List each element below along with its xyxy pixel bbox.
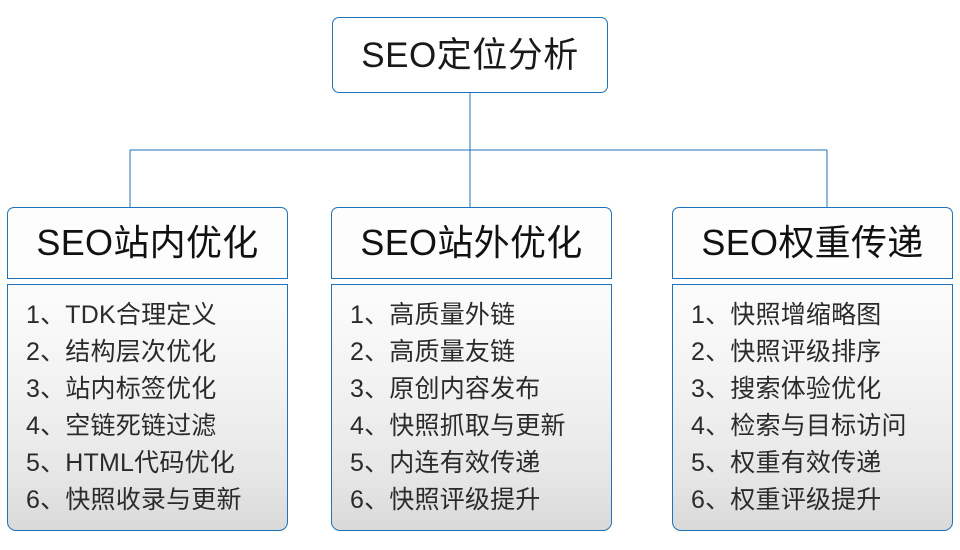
branch-title-3: SEO权重传递	[701, 222, 924, 263]
root-node[interactable]: SEO定位分析	[332, 17, 608, 93]
branch-header-3[interactable]: SEO权重传递	[672, 207, 953, 279]
branch-item-list-2: 1、高质量外链 2、高质量友链 3、原创内容发布 4、快照抓取与更新 5、内连有…	[350, 297, 611, 519]
branch-column-1: SEO站内优化 1、TDK合理定义 2、结构层次优化 3、站内标签优化 4、空链…	[7, 207, 288, 531]
branch-item-list-1: 1、TDK合理定义 2、结构层次优化 3、站内标签优化 4、空链死链过滤 5、H…	[26, 297, 287, 519]
list-item: 2、高质量友链	[350, 338, 516, 366]
branch-column-3: SEO权重传递 1、快照增缩略图 2、快照评级排序 3、搜索体验优化 4、检索与…	[672, 207, 953, 531]
branch-header-2[interactable]: SEO站外优化	[331, 207, 612, 279]
list-item: 2、结构层次优化	[26, 338, 217, 366]
branch-header-1[interactable]: SEO站内优化	[7, 207, 288, 279]
list-item: 3、搜索体验优化	[691, 375, 882, 403]
list-item: 4、空链死链过滤	[26, 412, 217, 440]
list-item: 6、权重评级提升	[691, 486, 882, 514]
list-item: 4、检索与目标访问	[691, 412, 907, 440]
branch-body-2: 1、高质量外链 2、高质量友链 3、原创内容发布 4、快照抓取与更新 5、内连有…	[331, 284, 612, 531]
list-item: 1、高质量外链	[350, 301, 516, 329]
list-item: 3、站内标签优化	[26, 375, 217, 403]
list-item: 1、快照增缩略图	[691, 301, 882, 329]
branch-column-2: SEO站外优化 1、高质量外链 2、高质量友链 3、原创内容发布 4、快照抓取与…	[331, 207, 612, 531]
branch-body-3: 1、快照增缩略图 2、快照评级排序 3、搜索体验优化 4、检索与目标访问 5、权…	[672, 284, 953, 531]
list-item: 6、快照评级提升	[350, 486, 541, 514]
list-item: 5、内连有效传递	[350, 449, 541, 477]
list-item: 4、快照抓取与更新	[350, 412, 566, 440]
list-item: 5、HTML代码优化	[26, 449, 235, 477]
list-item: 6、快照收录与更新	[26, 486, 242, 514]
list-item: 3、原创内容发布	[350, 375, 541, 403]
list-item: 2、快照评级排序	[691, 338, 882, 366]
branch-title-1: SEO站内优化	[36, 222, 259, 263]
list-item: 1、TDK合理定义	[26, 301, 217, 329]
branch-body-1: 1、TDK合理定义 2、结构层次优化 3、站内标签优化 4、空链死链过滤 5、H…	[7, 284, 288, 531]
branch-title-2: SEO站外优化	[360, 222, 583, 263]
branch-item-list-3: 1、快照增缩略图 2、快照评级排序 3、搜索体验优化 4、检索与目标访问 5、权…	[691, 297, 952, 519]
list-item: 5、权重有效传递	[691, 449, 882, 477]
root-node-label: SEO定位分析	[361, 35, 579, 75]
